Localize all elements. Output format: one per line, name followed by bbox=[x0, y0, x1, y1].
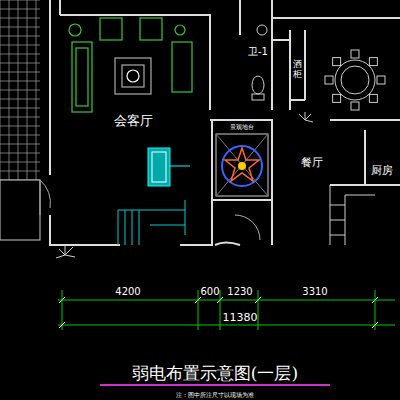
dining-table bbox=[325, 50, 385, 110]
plant bbox=[56, 112, 313, 258]
chair bbox=[351, 102, 359, 110]
room-label: 餐厅 bbox=[301, 157, 323, 168]
floor-medallion bbox=[216, 134, 268, 196]
chair bbox=[369, 58, 377, 66]
chair bbox=[333, 58, 341, 66]
room-label: 酒柜 bbox=[293, 60, 302, 80]
chair bbox=[325, 76, 333, 84]
dimension: 4200 bbox=[115, 287, 140, 297]
dimension: 600 bbox=[200, 287, 219, 297]
room-label: 卫-1 bbox=[248, 47, 268, 57]
dim-tick bbox=[59, 322, 65, 328]
title-underline bbox=[100, 384, 330, 386]
chair bbox=[351, 50, 359, 58]
drawing-title: 弱电布置示意图(一层) bbox=[132, 365, 298, 382]
dimension: 3310 bbox=[302, 287, 327, 297]
stairs bbox=[118, 200, 185, 245]
chair bbox=[333, 94, 341, 102]
dimension-lines bbox=[58, 290, 395, 330]
tv-cabinet bbox=[148, 148, 190, 186]
note: 注：图中所注尺寸以现场为准 bbox=[176, 392, 254, 398]
walls bbox=[50, 0, 400, 245]
dimension: 1230 bbox=[227, 287, 252, 297]
stairs bbox=[330, 185, 375, 245]
exterior-paving bbox=[0, 0, 40, 180]
area-label: 景观地台 bbox=[230, 124, 254, 130]
dimension: 11380 bbox=[223, 312, 258, 323]
extension-line bbox=[198, 290, 199, 330]
dim-tick bbox=[372, 322, 378, 328]
extension-line bbox=[220, 290, 221, 330]
room-label: 会客厅 bbox=[114, 114, 153, 127]
chair bbox=[369, 94, 377, 102]
extension-line bbox=[258, 290, 259, 330]
chair bbox=[377, 76, 385, 84]
exterior-step bbox=[0, 180, 40, 240]
room-label: 厨房 bbox=[371, 165, 393, 176]
toilet bbox=[252, 25, 267, 100]
sofa-set bbox=[69, 18, 192, 112]
